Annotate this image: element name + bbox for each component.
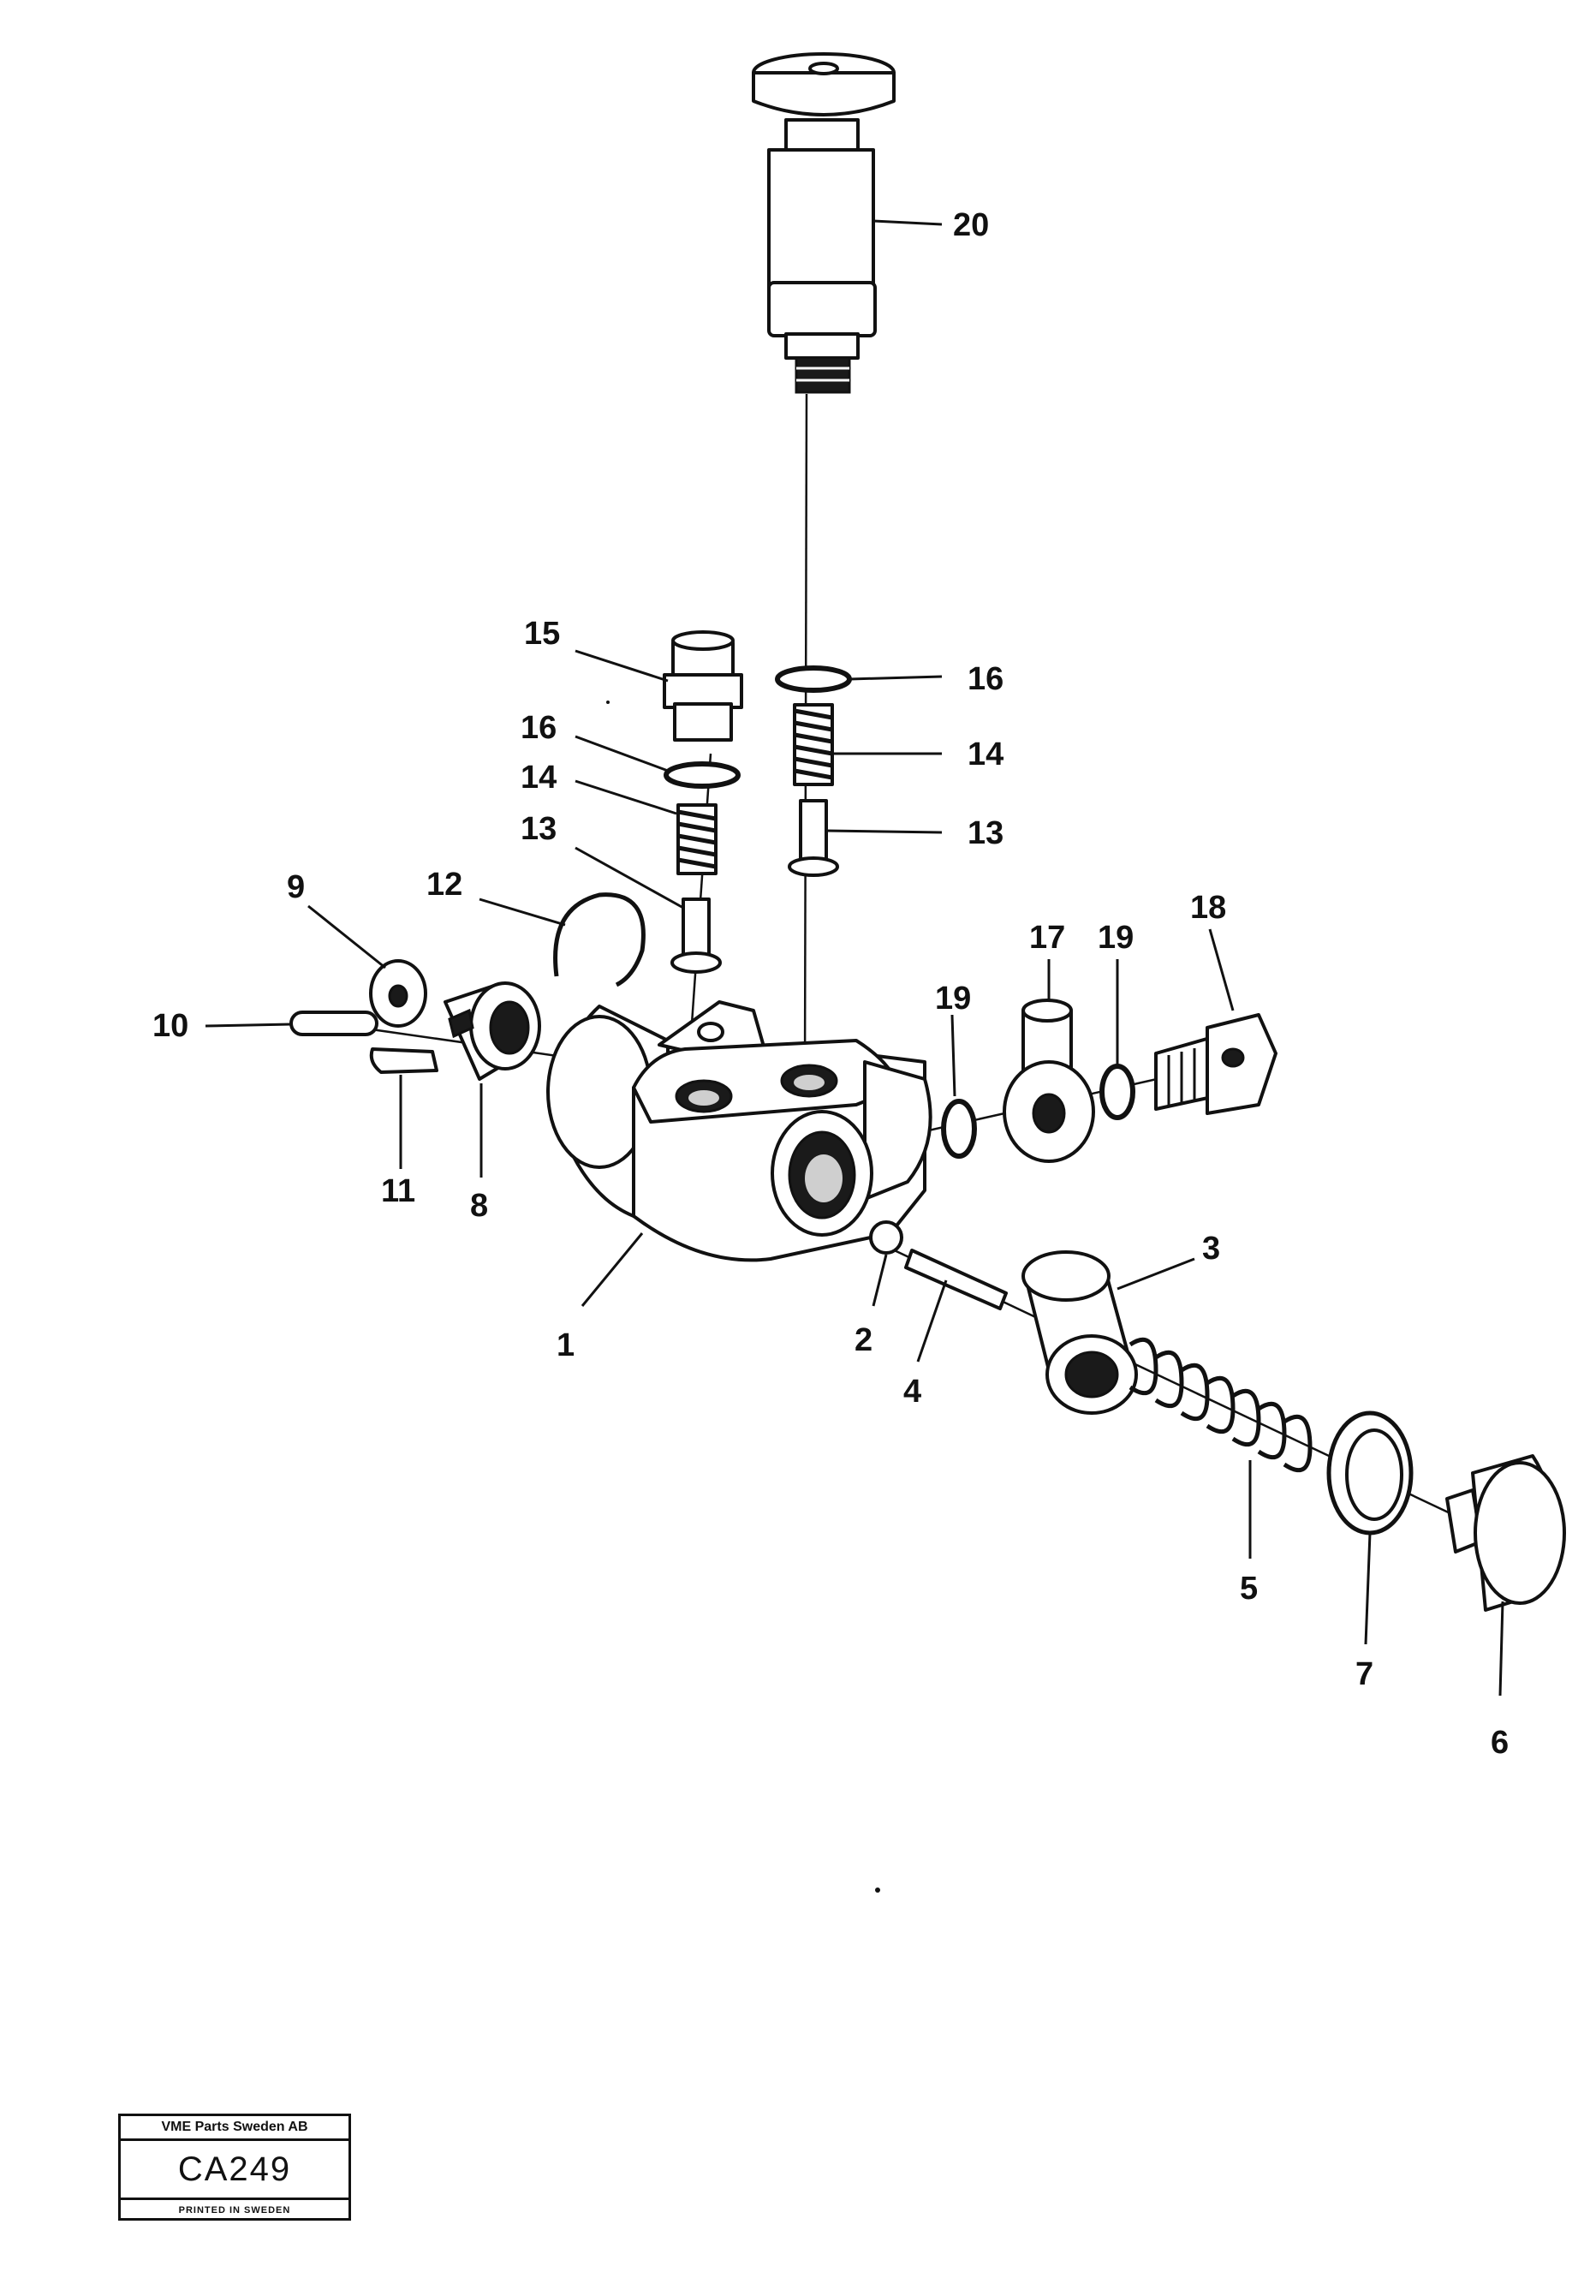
callout-8: 8 [470,1188,488,1224]
leader-15 [575,649,669,683]
part-15-union-nipple [663,630,743,742]
callout-15: 15 [524,616,560,652]
title-block: VME Parts Sweden AB CA249 PRINTED IN SWE… [118,2114,351,2221]
callout-14-left: 14 [521,760,557,796]
part-17-banjo [1003,999,1095,1163]
part-14-right-spring [793,703,834,786]
callout-1: 1 [557,1327,575,1363]
callout-13-left: 13 [521,811,557,847]
leader-4 [916,1279,948,1363]
leader-16b [849,675,943,681]
callout-16-left: 16 [521,710,557,746]
leader-14a [575,779,677,815]
callout-10: 10 [152,1008,188,1044]
part-10-pin [289,1011,378,1036]
title-block-company: VME Parts Sweden AB [121,2116,348,2141]
callout-19-right: 19 [1098,920,1134,956]
title-block-printed: PRINTED IN SWEDEN [178,2205,291,2215]
callout-18: 18 [1190,890,1226,926]
leader-7 [1364,1532,1372,1645]
callout-2: 2 [855,1322,872,1358]
leader-13b [825,829,943,834]
callout-9: 9 [287,869,305,905]
part-12-circlip [553,892,646,987]
leader-20 [872,219,943,226]
part-14-left-spring [676,803,718,875]
leader-19a [950,1014,956,1097]
part-19-right-washer [1099,1064,1135,1120]
callout-3: 3 [1202,1231,1220,1267]
callout-19-left: 19 [935,981,971,1017]
part-7-gasket [1326,1410,1414,1536]
part-16-right-oring [775,665,852,693]
part-20-hand-primer [752,52,896,394]
part-9-washer [369,959,427,1028]
part-16-left-oring [664,761,741,789]
callout-14-right: 14 [968,737,1003,772]
leader-16a [575,735,669,772]
callout-7: 7 [1355,1656,1373,1692]
part-1-pump-body [546,1000,932,1262]
callout-13-right: 13 [968,815,1003,851]
part-6-plug [1445,1454,1566,1612]
leader-3 [1117,1257,1195,1291]
leader-13a [575,846,684,909]
scan-dot [875,1887,880,1893]
callout-11: 11 [381,1173,415,1209]
part-4-plunger [904,1249,1008,1310]
callout-16-right: 16 [968,661,1003,697]
leader-12 [479,898,566,927]
part-19-left-washer [941,1099,977,1159]
callout-17: 17 [1029,920,1065,956]
leader-10 [205,1023,292,1028]
part-13-left-valve [670,898,722,974]
part-5-spring [1129,1337,1313,1473]
leader-6 [1498,1601,1504,1697]
title-block-code: CA249 [121,2141,348,2200]
callout-5: 5 [1240,1571,1258,1607]
part-3-piston [1021,1250,1138,1415]
leader-1 [581,1232,644,1307]
callout-6: 6 [1491,1725,1509,1761]
callout-20: 20 [953,207,989,243]
scan-dot [606,701,610,704]
callout-12: 12 [426,867,462,903]
leader-2 [872,1254,888,1307]
part-2-ball [869,1220,903,1255]
leader-9 [307,904,386,969]
leader-18 [1208,928,1235,1011]
part-13-right-valve [788,799,839,877]
part-8-strainer-housing [444,981,541,1081]
callout-4: 4 [903,1374,921,1410]
part-11-key [369,1047,438,1074]
part-18-banjo-bolt [1154,1013,1277,1115]
